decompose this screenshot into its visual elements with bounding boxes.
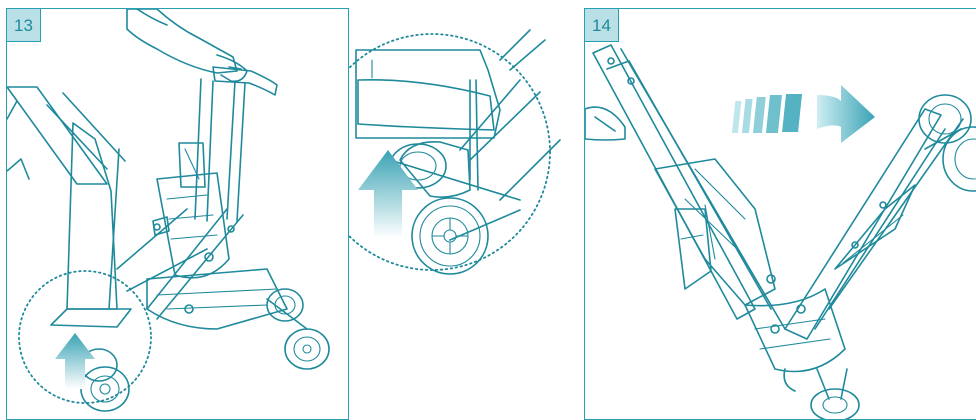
folded-stroller-icon xyxy=(80,78,330,412)
legs-icon xyxy=(7,86,132,328)
step-number-badge: 14 xyxy=(585,9,619,42)
step-14-illustration xyxy=(585,44,976,419)
zoom-area-marker xyxy=(18,270,152,404)
collapsing-stroller-icon xyxy=(585,44,976,419)
hand-on-handle-icon xyxy=(126,9,278,96)
step-13-panel: 13 xyxy=(6,8,349,420)
up-arrow-icon xyxy=(358,150,418,238)
step-14-panel: 14 xyxy=(584,8,976,420)
step-13-illustration xyxy=(7,9,330,412)
up-arrow-icon xyxy=(55,333,95,389)
rotate-arrow-icon xyxy=(731,85,875,143)
foot-pressing-pedal-icon xyxy=(355,29,561,275)
step-number-badge: 13 xyxy=(7,9,41,42)
